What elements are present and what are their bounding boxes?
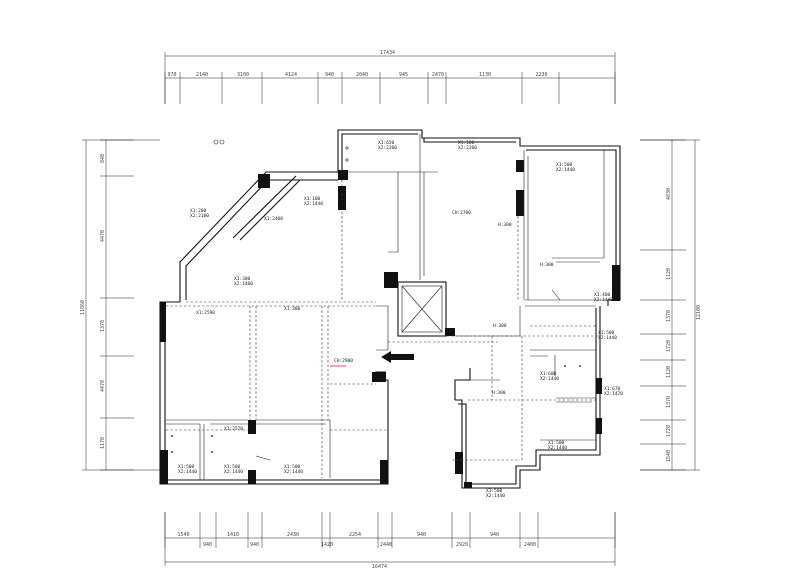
entrance-arrow-icon [381, 351, 414, 363]
top-dimension-1: 2140 [196, 72, 208, 78]
top-dimension-chain: 17434 970 2140 3100 4124 940 2040 945 2470 1130 2… [164, 50, 616, 104]
bottom-dimension-5: 1420 [321, 542, 333, 548]
right-dimension-2: 1370 [666, 310, 672, 322]
top-dimension-6: 945 [399, 72, 408, 78]
top-dimension-7: 2470 [432, 72, 444, 78]
right-dimension-7: 1540 [666, 450, 672, 462]
room-label: H:300 [498, 222, 512, 228]
dashed-ceiling-lines [166, 180, 600, 478]
left-overall-dimension: 11860 [80, 300, 86, 315]
left-dimension-chain: 11860 840 4470 1370 4470 1170 [80, 139, 160, 471]
bottom-dimension-10: 940 [490, 532, 499, 538]
room-label: CH:2700 [452, 210, 471, 216]
bottom-overall-dimension: 16474 [372, 564, 387, 570]
room-label: H:300 [493, 323, 507, 329]
bottom-dimension-0: 1540 [178, 532, 190, 538]
left-dimension-2: 1370 [100, 320, 106, 332]
interior-walls [166, 134, 612, 480]
bottom-dimension-chain: 16474 1540 940 1410 940 2430 1420 2254 2440 940 2… [164, 512, 616, 570]
fixture-marks [171, 139, 581, 453]
room-label: X1:300 [284, 306, 301, 312]
bottom-dimension-4: 2430 [287, 532, 299, 538]
room-label: X1:2570 [224, 426, 243, 432]
top-dimension-9: 2230 [536, 72, 548, 78]
structural-columns [160, 160, 620, 488]
left-dimension-4: 1170 [100, 437, 106, 449]
top-overall-dimension: 17434 [380, 50, 395, 56]
left-dimension-3: 4470 [100, 380, 106, 392]
room-label: X1:2400 [264, 216, 283, 222]
bottom-dimension-2: 1410 [227, 532, 239, 538]
bottom-dimension-1: 940 [203, 542, 212, 548]
top-dimension-3: 4124 [285, 72, 297, 78]
bottom-dimension-6: 2254 [349, 532, 361, 538]
right-dimension-6: 1720 [666, 425, 672, 437]
exterior-walls [159, 129, 621, 489]
room-label: H:300 [540, 262, 554, 268]
bottom-dimension-3: 940 [250, 542, 259, 548]
top-dimension-0: 970 [168, 72, 177, 78]
right-dimension-0: 4830 [666, 188, 672, 200]
right-dimension-3: 1720 [666, 340, 672, 352]
top-dimension-5: 2040 [356, 72, 368, 78]
room-label: CH:2900 [334, 358, 353, 364]
right-dimension-4: 1120 [666, 366, 672, 378]
bottom-dimension-7: 2440 [380, 542, 392, 548]
top-dimension-8: 1130 [479, 72, 491, 78]
bottom-dimension-11: 2400 [524, 542, 536, 548]
top-dimension-4: 940 [325, 72, 334, 78]
right-dimension-chain: 12100 4830 1120 1370 1720 1120 1370 1720 1540 [640, 139, 702, 471]
room-label: X1:2590 [196, 310, 215, 316]
room-label: H:300 [492, 390, 506, 396]
left-dimension-1: 4470 [100, 230, 106, 242]
right-dimension-5: 1370 [666, 396, 672, 408]
bottom-dimension-8: 940 [417, 532, 426, 538]
top-dimension-2: 3100 [237, 72, 249, 78]
right-overall-dimension: 12100 [696, 305, 702, 320]
left-dimension-0: 840 [100, 154, 106, 163]
bottom-dimension-9: 2920 [456, 542, 468, 548]
right-dimension-1: 1120 [666, 268, 672, 280]
